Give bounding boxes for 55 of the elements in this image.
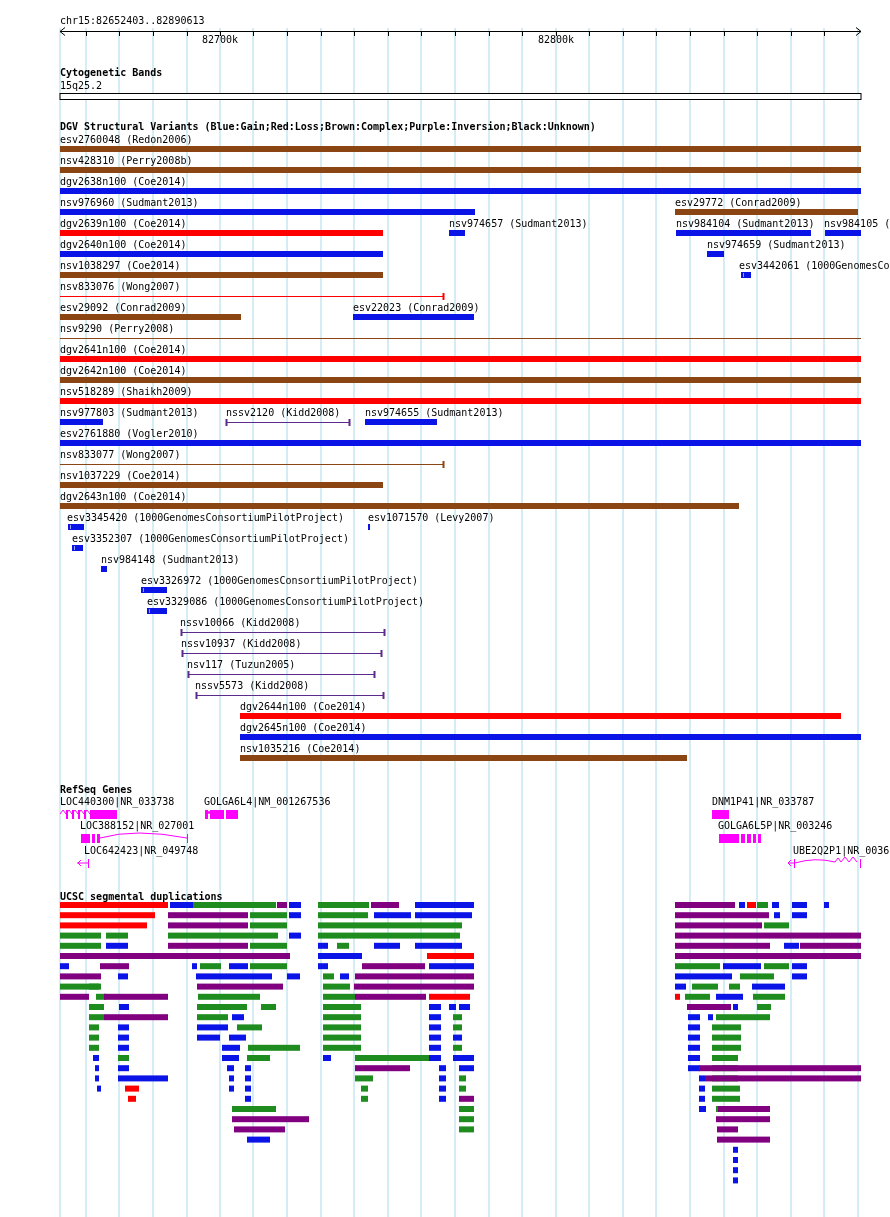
gene-label: LOC388152|NR_027001 [80, 820, 195, 832]
variant-label: esv1071570 (Levy2007) [368, 512, 495, 524]
track-title: Cytogenetic Bands [60, 67, 163, 79]
variant-label: dgv2642n100 (Coe2014) [60, 365, 187, 377]
variant-label: nsv984104 (Sudmant2013) [676, 218, 815, 230]
variant-label: dgv2644n100 (Coe2014) [240, 701, 367, 713]
variant-label: esv29092 (Conrad2009) [60, 302, 187, 314]
tick-label: 82800k [538, 34, 575, 46]
variant-label: esv2761880 (Vogler2010) [60, 428, 199, 440]
variant-label: esv3352307 (1000GenomesConsortiumPilotProject) [72, 533, 349, 545]
variant-label: esv3329086 (1000GenomesConsortiumPilotProject) [147, 596, 424, 608]
gene-label: LOC642423|NR_049748 [84, 845, 199, 857]
variant-label: dgv2640n100 (Coe2014) [60, 239, 187, 251]
track-title: UCSC segmental duplications [60, 891, 223, 903]
variant-label: nssv2120 (Kidd2008) [226, 407, 341, 419]
variant-label: nsv117 (Tuzun2005) [187, 659, 296, 671]
tick-label: 82700k [202, 34, 239, 46]
variant-label: nsv984148 (Sudmant2013) [101, 554, 240, 566]
variant-label: nsv977803 (Sudmant2013) [60, 407, 199, 419]
variant-label: dgv2645n100 (Coe2014) [240, 722, 367, 734]
variant-label: esv29772 (Conrad2009) [675, 197, 802, 209]
variant-label: esv3326972 (1000GenomesConsortiumPilotProject) [141, 575, 418, 587]
gene-label: UBE2Q2P1|NR_0036 [793, 845, 890, 857]
variant-label: nsv1037229 (Coe2014) [60, 470, 181, 482]
variant-label: nsv976960 (Sudmant2013) [60, 197, 199, 209]
variant-label: nsv984105 ( [824, 218, 890, 230]
gene-label: DNM1P41|NR_033787 [712, 796, 815, 808]
variant-label: nsv1038297 (Coe2014) [60, 260, 181, 272]
variant-label: esv3345420 (1000GenomesConsortiumPilotProject) [67, 512, 344, 524]
gene-label: LOC440300|NR_033738 [60, 796, 175, 808]
variant-label: esv22023 (Conrad2009) [353, 302, 480, 314]
track-title: DGV Structural Variants (Blue:Gain;Red:Loss;Brown:Complex;Purple:Inversion;Black:Unknown) [60, 121, 596, 133]
variant-label: esv3442061 (1000GenomesCo [739, 260, 890, 272]
variant-label: dgv2641n100 (Coe2014) [60, 344, 187, 356]
variant-label: esv2760048 (Redon2006) [60, 134, 193, 146]
variant-label: nsv833076 (Wong2007) [60, 281, 181, 293]
variant-label: nsv974655 (Sudmant2013) [365, 407, 504, 419]
gene-label: GOLGA6L4|NM_001267536 [204, 796, 331, 808]
variant-label: nsv518289 (Shaikh2009) [60, 386, 193, 398]
variant-label: nsv833077 (Wong2007) [60, 449, 181, 461]
variant-label: nssv10066 (Kidd2008) [180, 617, 301, 629]
variant-label: nsv428310 (Perry2008b) [60, 155, 193, 167]
gene-label: GOLGA6L5P|NR_003246 [718, 820, 833, 832]
variant-label: dgv2643n100 (Coe2014) [60, 491, 187, 503]
variant-label: nsv974659 (Sudmant2013) [707, 239, 846, 251]
variant-label: dgv2638n100 (Coe2014) [60, 176, 187, 188]
band-label: 15q25.2 [60, 80, 103, 92]
variant-label: nssv10937 (Kidd2008) [181, 638, 302, 650]
variant-label: nsv1035216 (Coe2014) [240, 743, 361, 755]
variant-label: nssv5573 (Kidd2008) [195, 680, 310, 692]
variant-label: nsv974657 (Sudmant2013) [449, 218, 588, 230]
variant-label: dgv2639n100 (Coe2014) [60, 218, 187, 230]
variant-label: nsv9290 (Perry2008) [60, 323, 175, 335]
position-label: chr15:82652403..82890613 [60, 15, 205, 27]
track-title: RefSeq Genes [60, 784, 133, 796]
